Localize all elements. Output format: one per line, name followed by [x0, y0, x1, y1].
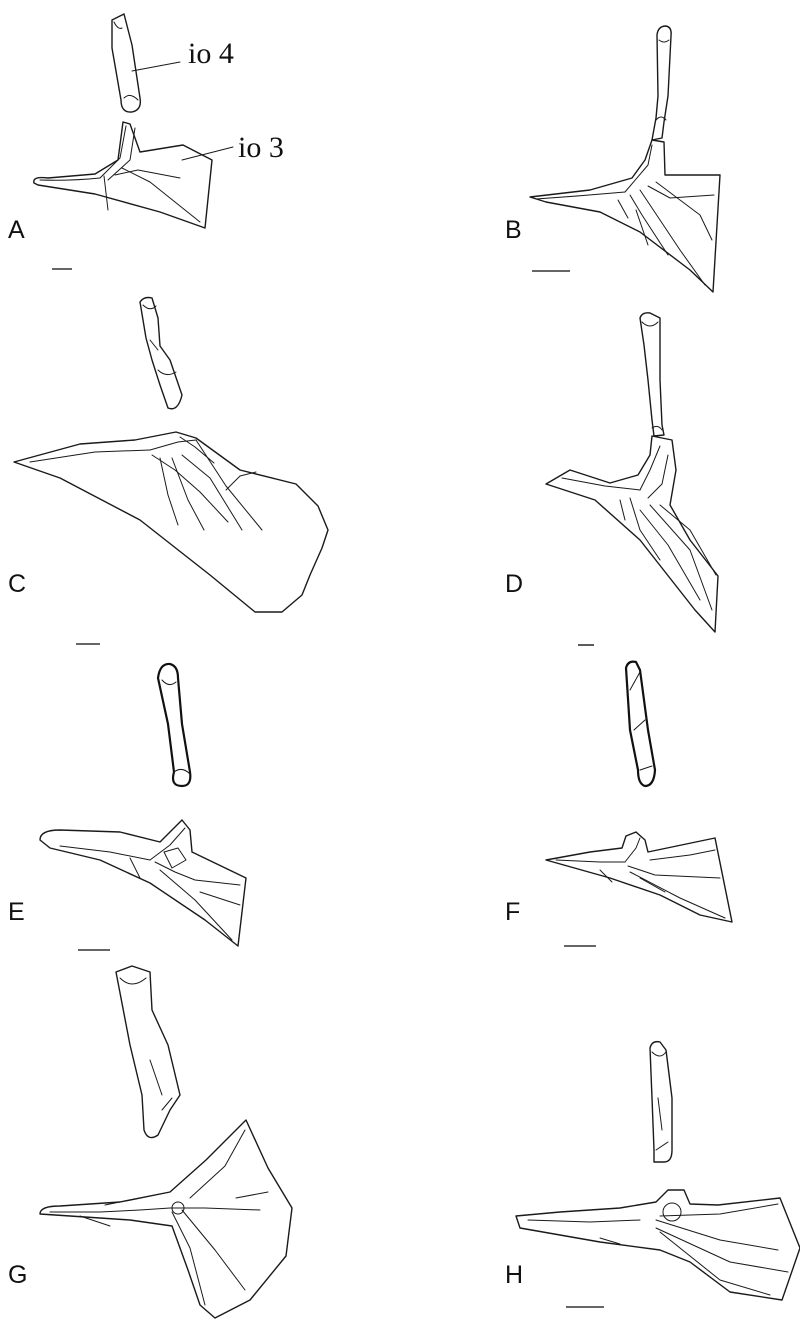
panel-label-d: D	[505, 570, 523, 598]
io4-label: io 4	[188, 37, 234, 70]
panel-h: H	[505, 1042, 800, 1307]
panel-label-a: A	[8, 216, 25, 244]
panel-label-c: C	[8, 570, 26, 598]
panel-e: E	[8, 664, 246, 950]
io4-bone-f	[626, 662, 655, 786]
io4-bone-e	[158, 664, 190, 786]
io4-leader-line	[132, 62, 180, 71]
io3-bone-c	[14, 432, 328, 612]
io4-bone-b	[652, 26, 671, 140]
panel-c: C	[8, 298, 328, 645]
panel-label-b: B	[505, 216, 522, 244]
io3-bone-h	[516, 1190, 800, 1300]
io3-bone-d	[546, 436, 718, 632]
io4-bone-c	[140, 298, 182, 409]
io4-bone-d	[640, 313, 664, 436]
panel-g: G	[8, 966, 292, 1318]
io4-bone-a	[112, 14, 140, 112]
panel-d: D	[505, 313, 718, 645]
io3-label: io 3	[238, 131, 284, 164]
panel-label-e: E	[8, 898, 25, 926]
io4-bone-g	[116, 966, 180, 1138]
io3-bone-g	[40, 1120, 292, 1318]
io3-bone-f	[546, 832, 732, 922]
panel-label-g: G	[8, 1261, 27, 1289]
io3-bone-a	[34, 122, 212, 228]
panel-label-h: H	[505, 1261, 523, 1289]
panel-b: B	[505, 26, 720, 292]
io3-bone-b	[530, 140, 720, 292]
io3-bone-e	[40, 820, 246, 946]
panel-f: F	[505, 662, 732, 946]
panel-a: io 4 io 3 A	[8, 14, 284, 269]
panel-label-f: F	[505, 898, 520, 926]
io4-bone-h	[650, 1042, 672, 1162]
